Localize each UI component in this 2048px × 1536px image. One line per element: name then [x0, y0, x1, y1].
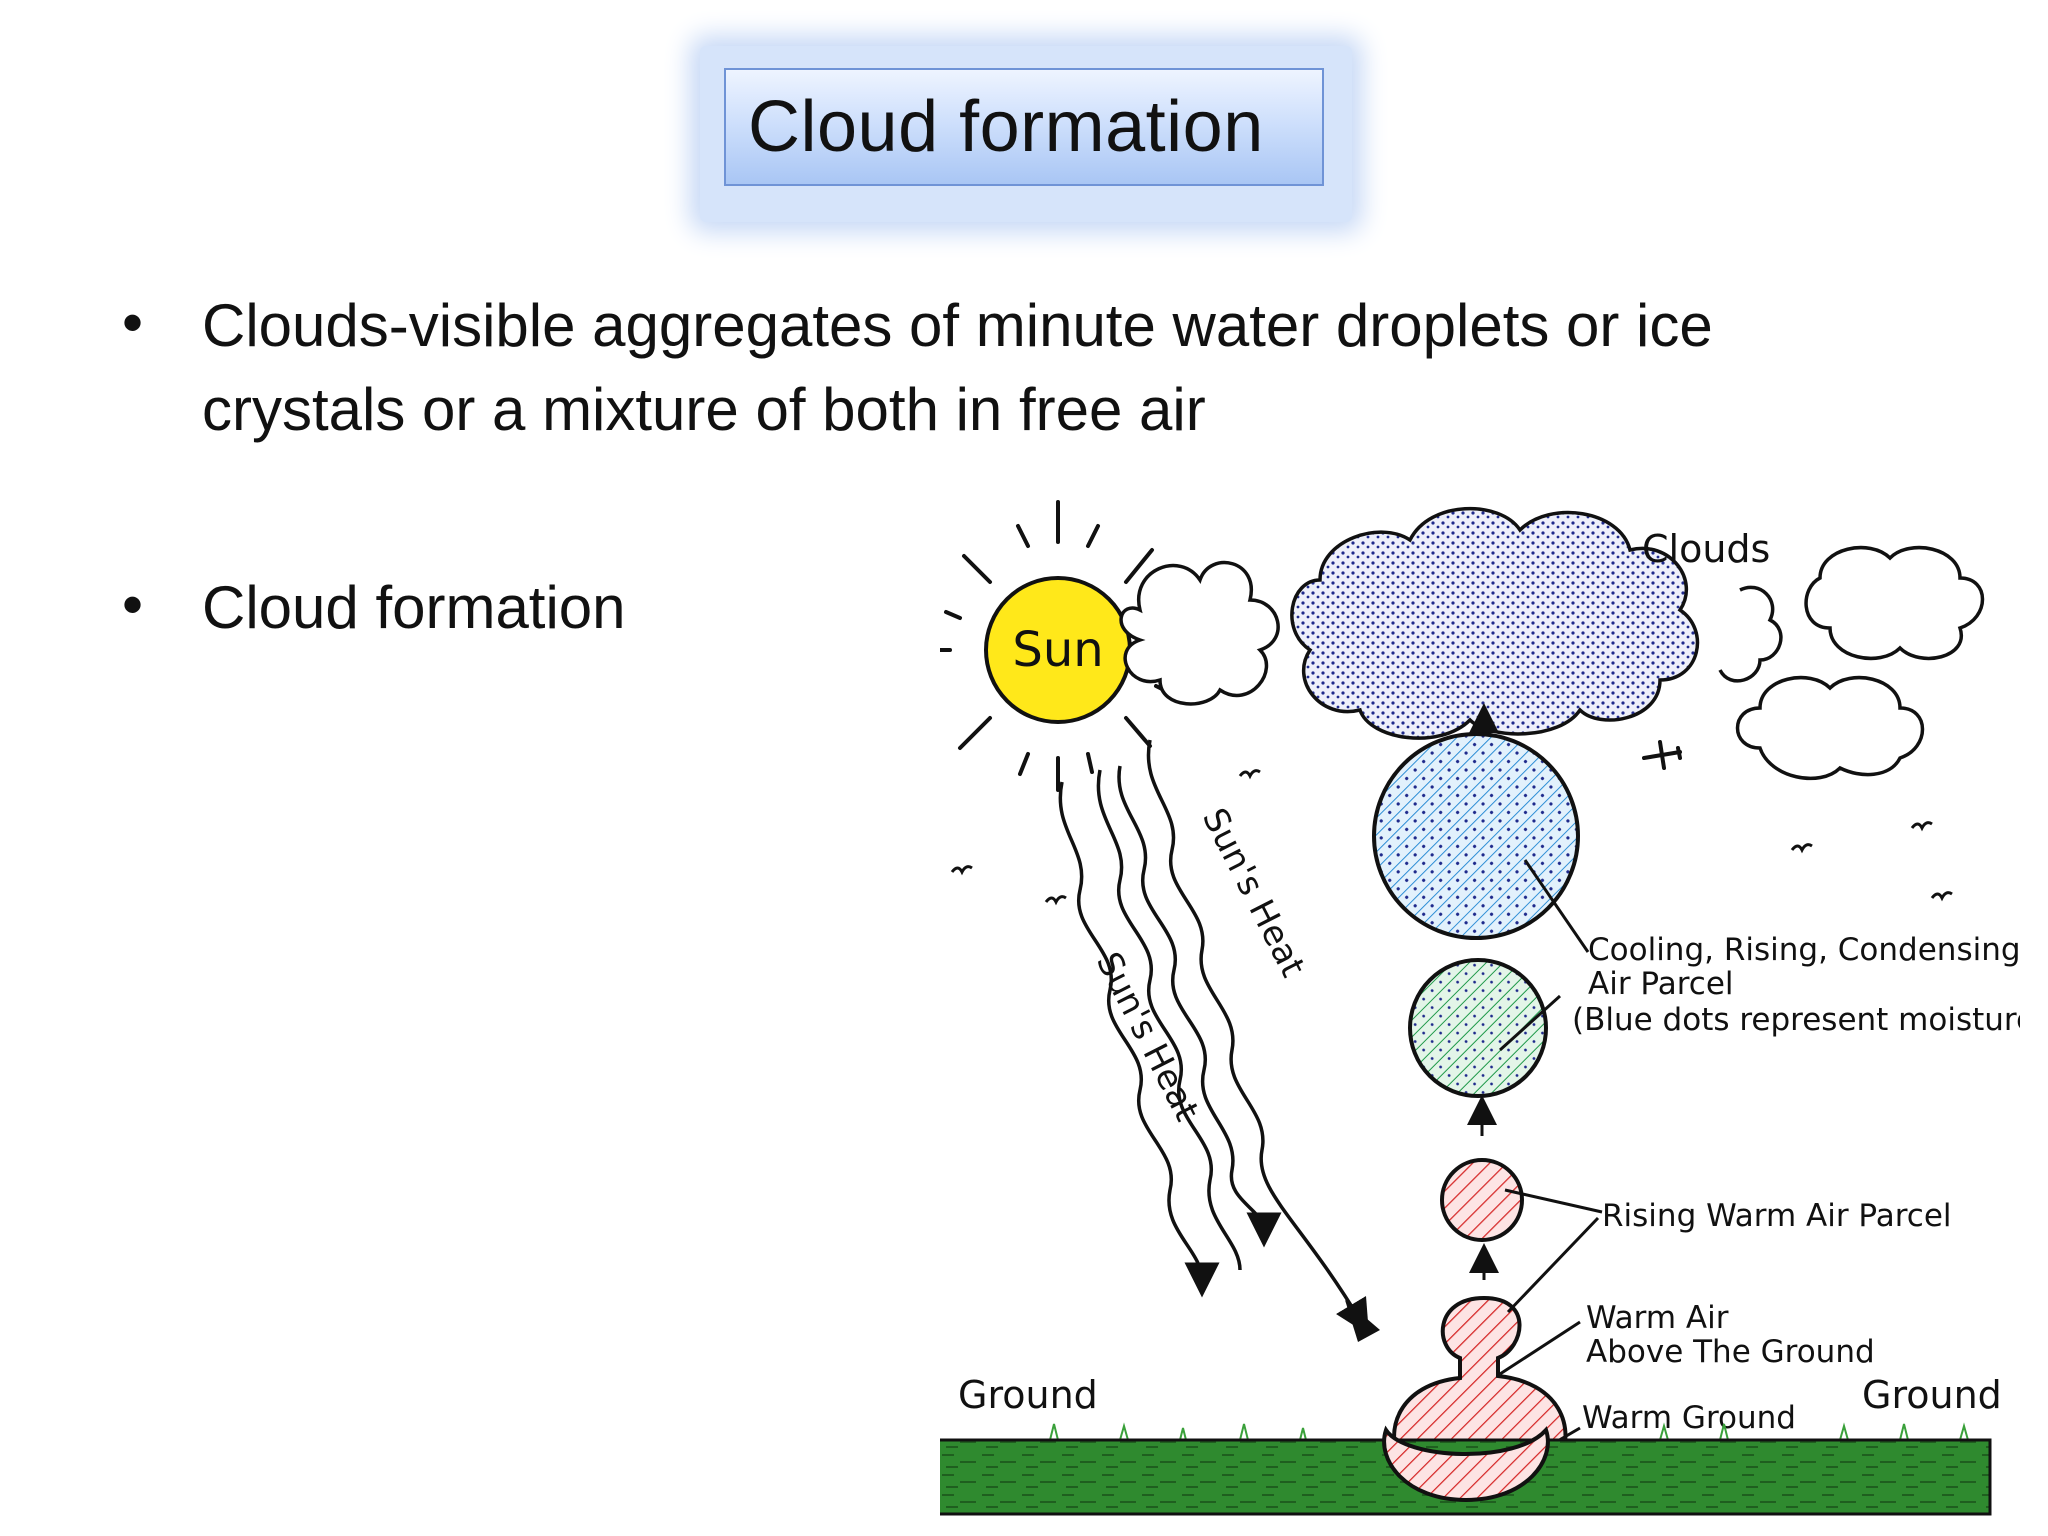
cloud-formation-diagram: Sun Sun's Heat Sun's Heat Clouds	[940, 500, 2020, 1516]
cooling-label-1: Cooling, Rising, Condensing	[1588, 932, 2020, 968]
airplane-icon	[1642, 740, 1682, 770]
warm-ground-label: Warm Ground	[1582, 1400, 1796, 1436]
heat-label-2: Sun's Heat	[1088, 946, 1207, 1127]
bullet-marker: •	[122, 289, 144, 356]
sun-label: Sun	[1012, 622, 1103, 678]
leader-lines	[1498, 859, 1603, 1472]
bullet-text-1: Clouds-visible aggregates of minute wate…	[202, 284, 1713, 452]
warm-air-label-2: Above The Ground	[1586, 1334, 1875, 1370]
cooling-label-2: Air Parcel	[1588, 966, 1734, 1002]
slide-title: Cloud formation	[748, 87, 1264, 167]
blue-air-parcel	[1372, 732, 1580, 940]
heat-label-1: Sun's Heat	[1194, 802, 1313, 983]
bird-icons	[950, 769, 1953, 906]
clouds-label: Clouds	[1642, 527, 1770, 571]
green-air-parcel	[1408, 958, 1548, 1098]
heat-arrowhead	[1345, 1300, 1380, 1342]
main-cloud	[1290, 506, 1700, 740]
red-air-parcel	[1440, 1158, 1524, 1242]
cooling-label-3: (Blue dots represent moisture)	[1572, 1002, 2020, 1038]
bullet-text-2: Cloud formation	[202, 574, 626, 641]
outline-clouds	[1119, 545, 1985, 781]
bullet-1-line-2: crystals or a mixture of both in free ai…	[202, 376, 1206, 443]
bullet-1-line-1: Clouds-visible aggregates of minute wate…	[202, 292, 1713, 359]
bullet-marker: •	[122, 571, 144, 638]
warm-air-label-1: Warm Air	[1586, 1300, 1729, 1336]
slide-title-box: Cloud formation	[724, 68, 1324, 186]
ground-label-left: Ground	[958, 1373, 1098, 1417]
grass-tufts	[1049, 1422, 1969, 1441]
warm-ground-bulb-front	[1382, 1425, 1550, 1503]
heat-arrows	[1058, 739, 1370, 1336]
ground-label-right: Ground	[1862, 1373, 2002, 1417]
rising-label: Rising Warm Air Parcel	[1602, 1198, 1952, 1234]
